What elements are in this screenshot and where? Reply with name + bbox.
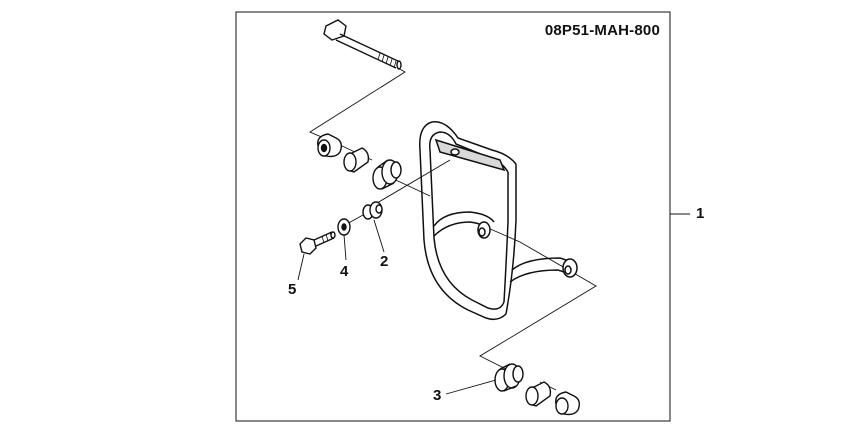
spacer-upper bbox=[343, 147, 370, 173]
callout-4: 4 bbox=[340, 263, 349, 280]
callout-1: 1 bbox=[696, 205, 705, 222]
grommet-lower bbox=[494, 363, 524, 392]
callout-5: 5 bbox=[288, 281, 297, 298]
washer-lower bbox=[555, 391, 581, 416]
washer-upper bbox=[317, 133, 343, 158]
grommet-small bbox=[362, 201, 383, 220]
long-bolt bbox=[323, 19, 402, 70]
callout-3: 3 bbox=[433, 387, 442, 404]
guard-bracket bbox=[419, 121, 578, 321]
diagram-frame bbox=[235, 11, 671, 422]
callout-2: 2 bbox=[380, 253, 389, 270]
callout-leaders bbox=[297, 219, 497, 395]
part-number: 08P51-MAH-800 bbox=[544, 22, 660, 39]
washer-small bbox=[337, 218, 351, 236]
assembly-lines bbox=[309, 67, 597, 391]
bolt-small bbox=[299, 231, 336, 255]
grommet-upper bbox=[372, 159, 402, 190]
spacer-lower bbox=[525, 381, 552, 407]
